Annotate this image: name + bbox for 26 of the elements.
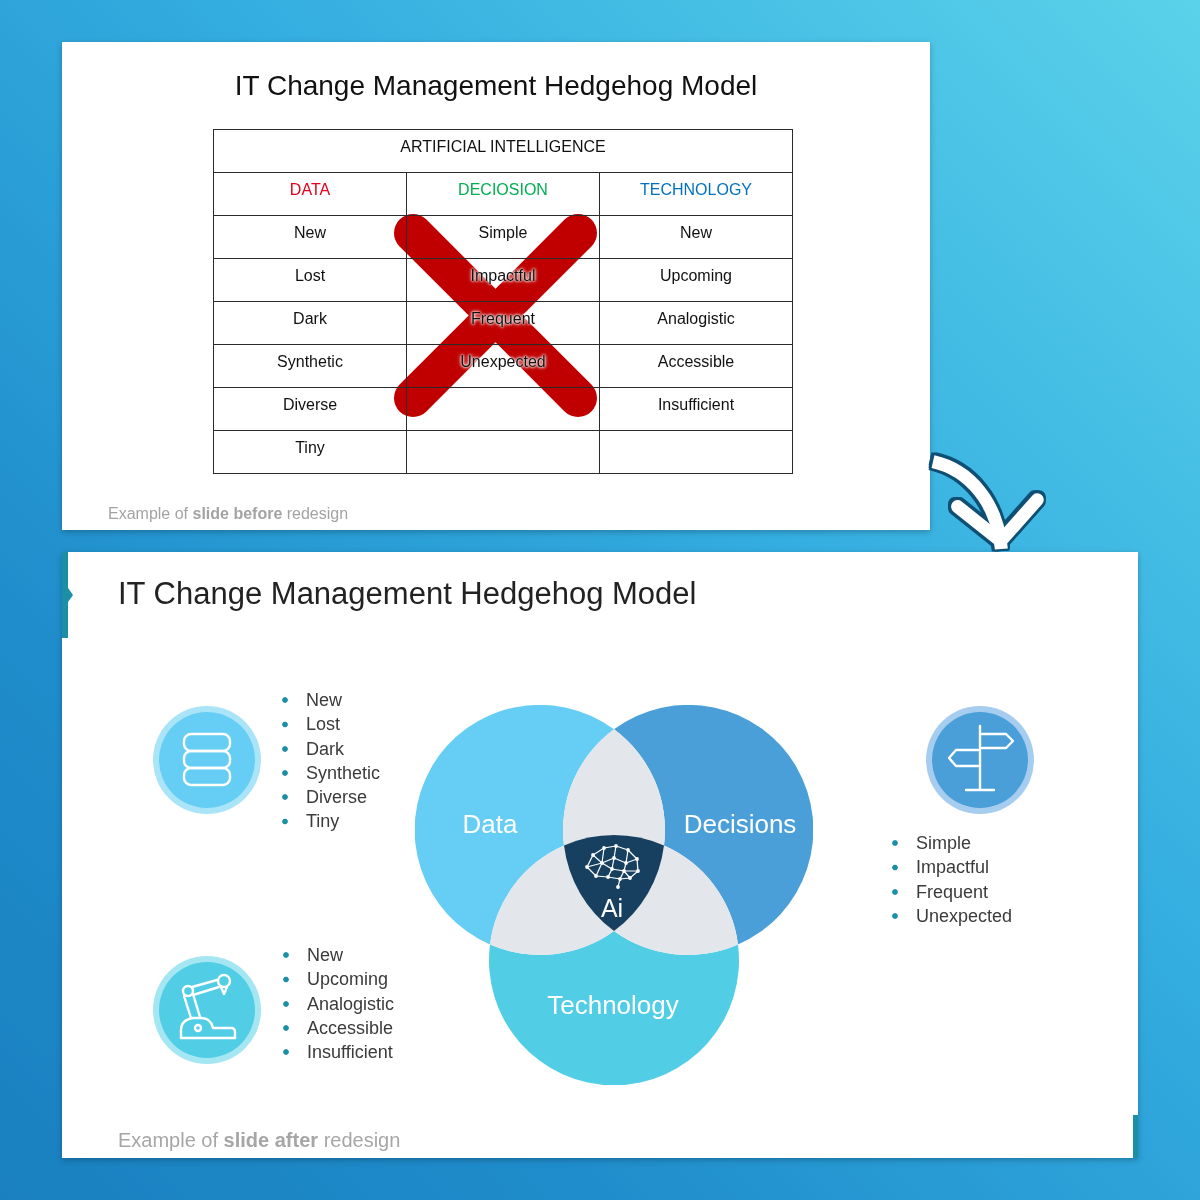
- table-cell: Accessible: [599, 344, 793, 388]
- table-header-cell: DATA: [213, 172, 407, 216]
- table-cell: Diverse: [213, 387, 407, 431]
- slide-panel: [62, 42, 930, 530]
- table-cell: Tiny: [213, 430, 407, 474]
- slide-caption: Example of slide before redesign: [108, 505, 349, 523]
- table-cell: Dark: [213, 301, 407, 345]
- table-cell: Lost: [213, 258, 407, 302]
- shield-label: Ai: [600, 893, 624, 923]
- table-cell: Analogistic: [599, 301, 793, 345]
- table-header-cell: ARTIFICIAL INTELLIGENCE: [213, 129, 793, 173]
- circle-label: Technology: [547, 989, 679, 1021]
- table-cell: New: [213, 215, 407, 259]
- table-cell: New: [599, 215, 793, 259]
- table-cell: Simple: [406, 215, 600, 259]
- circle-label: Decisions: [683, 808, 797, 840]
- table-cell: Insufficient: [599, 387, 793, 431]
- slide-title: IT Change Management Hedgehog Model: [118, 576, 697, 612]
- table-header-cell: DECIOSION: [406, 172, 600, 216]
- slide-title: IT Change Management Hedgehog Model: [233, 70, 759, 102]
- table-cell: Upcoming: [599, 258, 793, 302]
- table-header-cell: TECHNOLOGY: [599, 172, 793, 216]
- slide-caption: Example of slide after redesign: [118, 1129, 401, 1152]
- table-cell: Synthetic: [213, 344, 407, 388]
- slide-panel: [62, 552, 1138, 1158]
- circle-label: Data: [462, 808, 518, 840]
